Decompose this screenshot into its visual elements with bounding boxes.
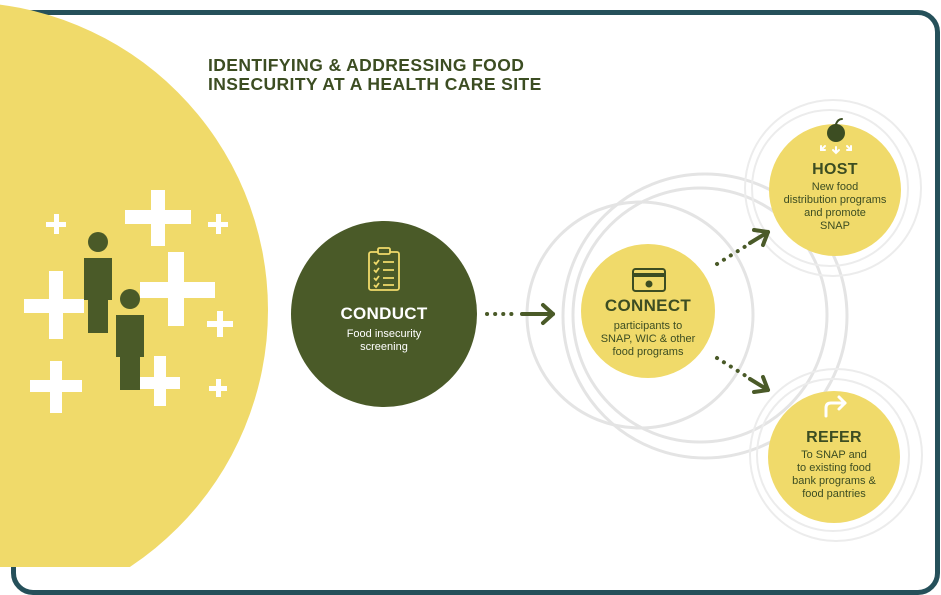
title-line-1: IDENTIFYING & ADDRESSING FOOD [208, 55, 525, 75]
connect-heading: CONNECT [604, 296, 692, 315]
host-rings [744, 99, 922, 277]
host-line: and promote [804, 207, 866, 219]
host-circle [769, 124, 901, 256]
plus-icon [207, 311, 233, 337]
host-line: distribution programs [783, 194, 887, 206]
people-icon [84, 232, 144, 390]
conduct-heading: CONDUCT [340, 304, 428, 323]
connect-line: SNAP, WIC & other [600, 333, 696, 345]
refer-line: food pantries [802, 488, 866, 500]
host-line: New food [811, 181, 859, 193]
refer-circle [768, 391, 900, 523]
benefit-card-icon [632, 268, 666, 292]
plus-icon [24, 271, 84, 339]
step-refer: REFER To SNAP and to existing food bank … [769, 429, 899, 501]
conduct-line: Food insecurity [346, 328, 422, 340]
refer-heading: REFER [806, 429, 862, 446]
step-host: HOST New food distribution programs and … [770, 161, 900, 233]
refer-line: bank programs & [792, 475, 876, 487]
community-circle [0, 4, 268, 567]
person-icon [116, 289, 144, 390]
plus-icon [140, 356, 180, 406]
arrow-connect-to-refer [715, 356, 770, 394]
refer-line: To SNAP and [801, 449, 867, 461]
conduct-description: Food insecurity screening [304, 328, 464, 354]
health-plus-icons [24, 190, 233, 413]
connect-line: food programs [612, 346, 684, 358]
person-icon [84, 232, 112, 333]
host-heading: HOST [812, 161, 858, 178]
step-connect: CONNECT participants to SNAP, WIC & othe… [583, 296, 713, 359]
host-line: SNAP [820, 220, 850, 232]
plus-icon [46, 214, 66, 234]
connect-line: participants to [613, 320, 683, 332]
arrow-conduct-to-connect [485, 303, 555, 325]
plus-icon [125, 190, 191, 246]
connect-circle [581, 244, 715, 378]
plus-icon [30, 361, 82, 413]
refer-rings [749, 368, 923, 542]
diagram-title: IDENTIFYING & ADDRESSING FOOD INSECURITY… [208, 56, 542, 94]
arrow-connect-to-host [715, 228, 770, 266]
refer-line: to existing food [797, 462, 871, 474]
redirect-arrow-icon [824, 395, 847, 418]
plus-icon [208, 214, 228, 234]
conduct-line: screening [360, 341, 408, 353]
title-line-2: INSECURITY AT A HEALTH CARE SITE [208, 74, 542, 94]
plus-icon [209, 379, 227, 397]
connect-description: participants to SNAP, WIC & other food p… [583, 320, 713, 359]
step-conduct: CONDUCT Food insecurity screening [304, 304, 464, 354]
plus-icon [140, 252, 215, 326]
clipboard-checklist-icon [368, 247, 400, 291]
conduct-circle [291, 221, 477, 407]
refer-description: To SNAP and to existing food bank progra… [769, 449, 899, 501]
diagram-artwork [0, 4, 923, 567]
apple-distribution-icon [820, 118, 852, 155]
host-description: New food distribution programs and promo… [770, 181, 900, 233]
